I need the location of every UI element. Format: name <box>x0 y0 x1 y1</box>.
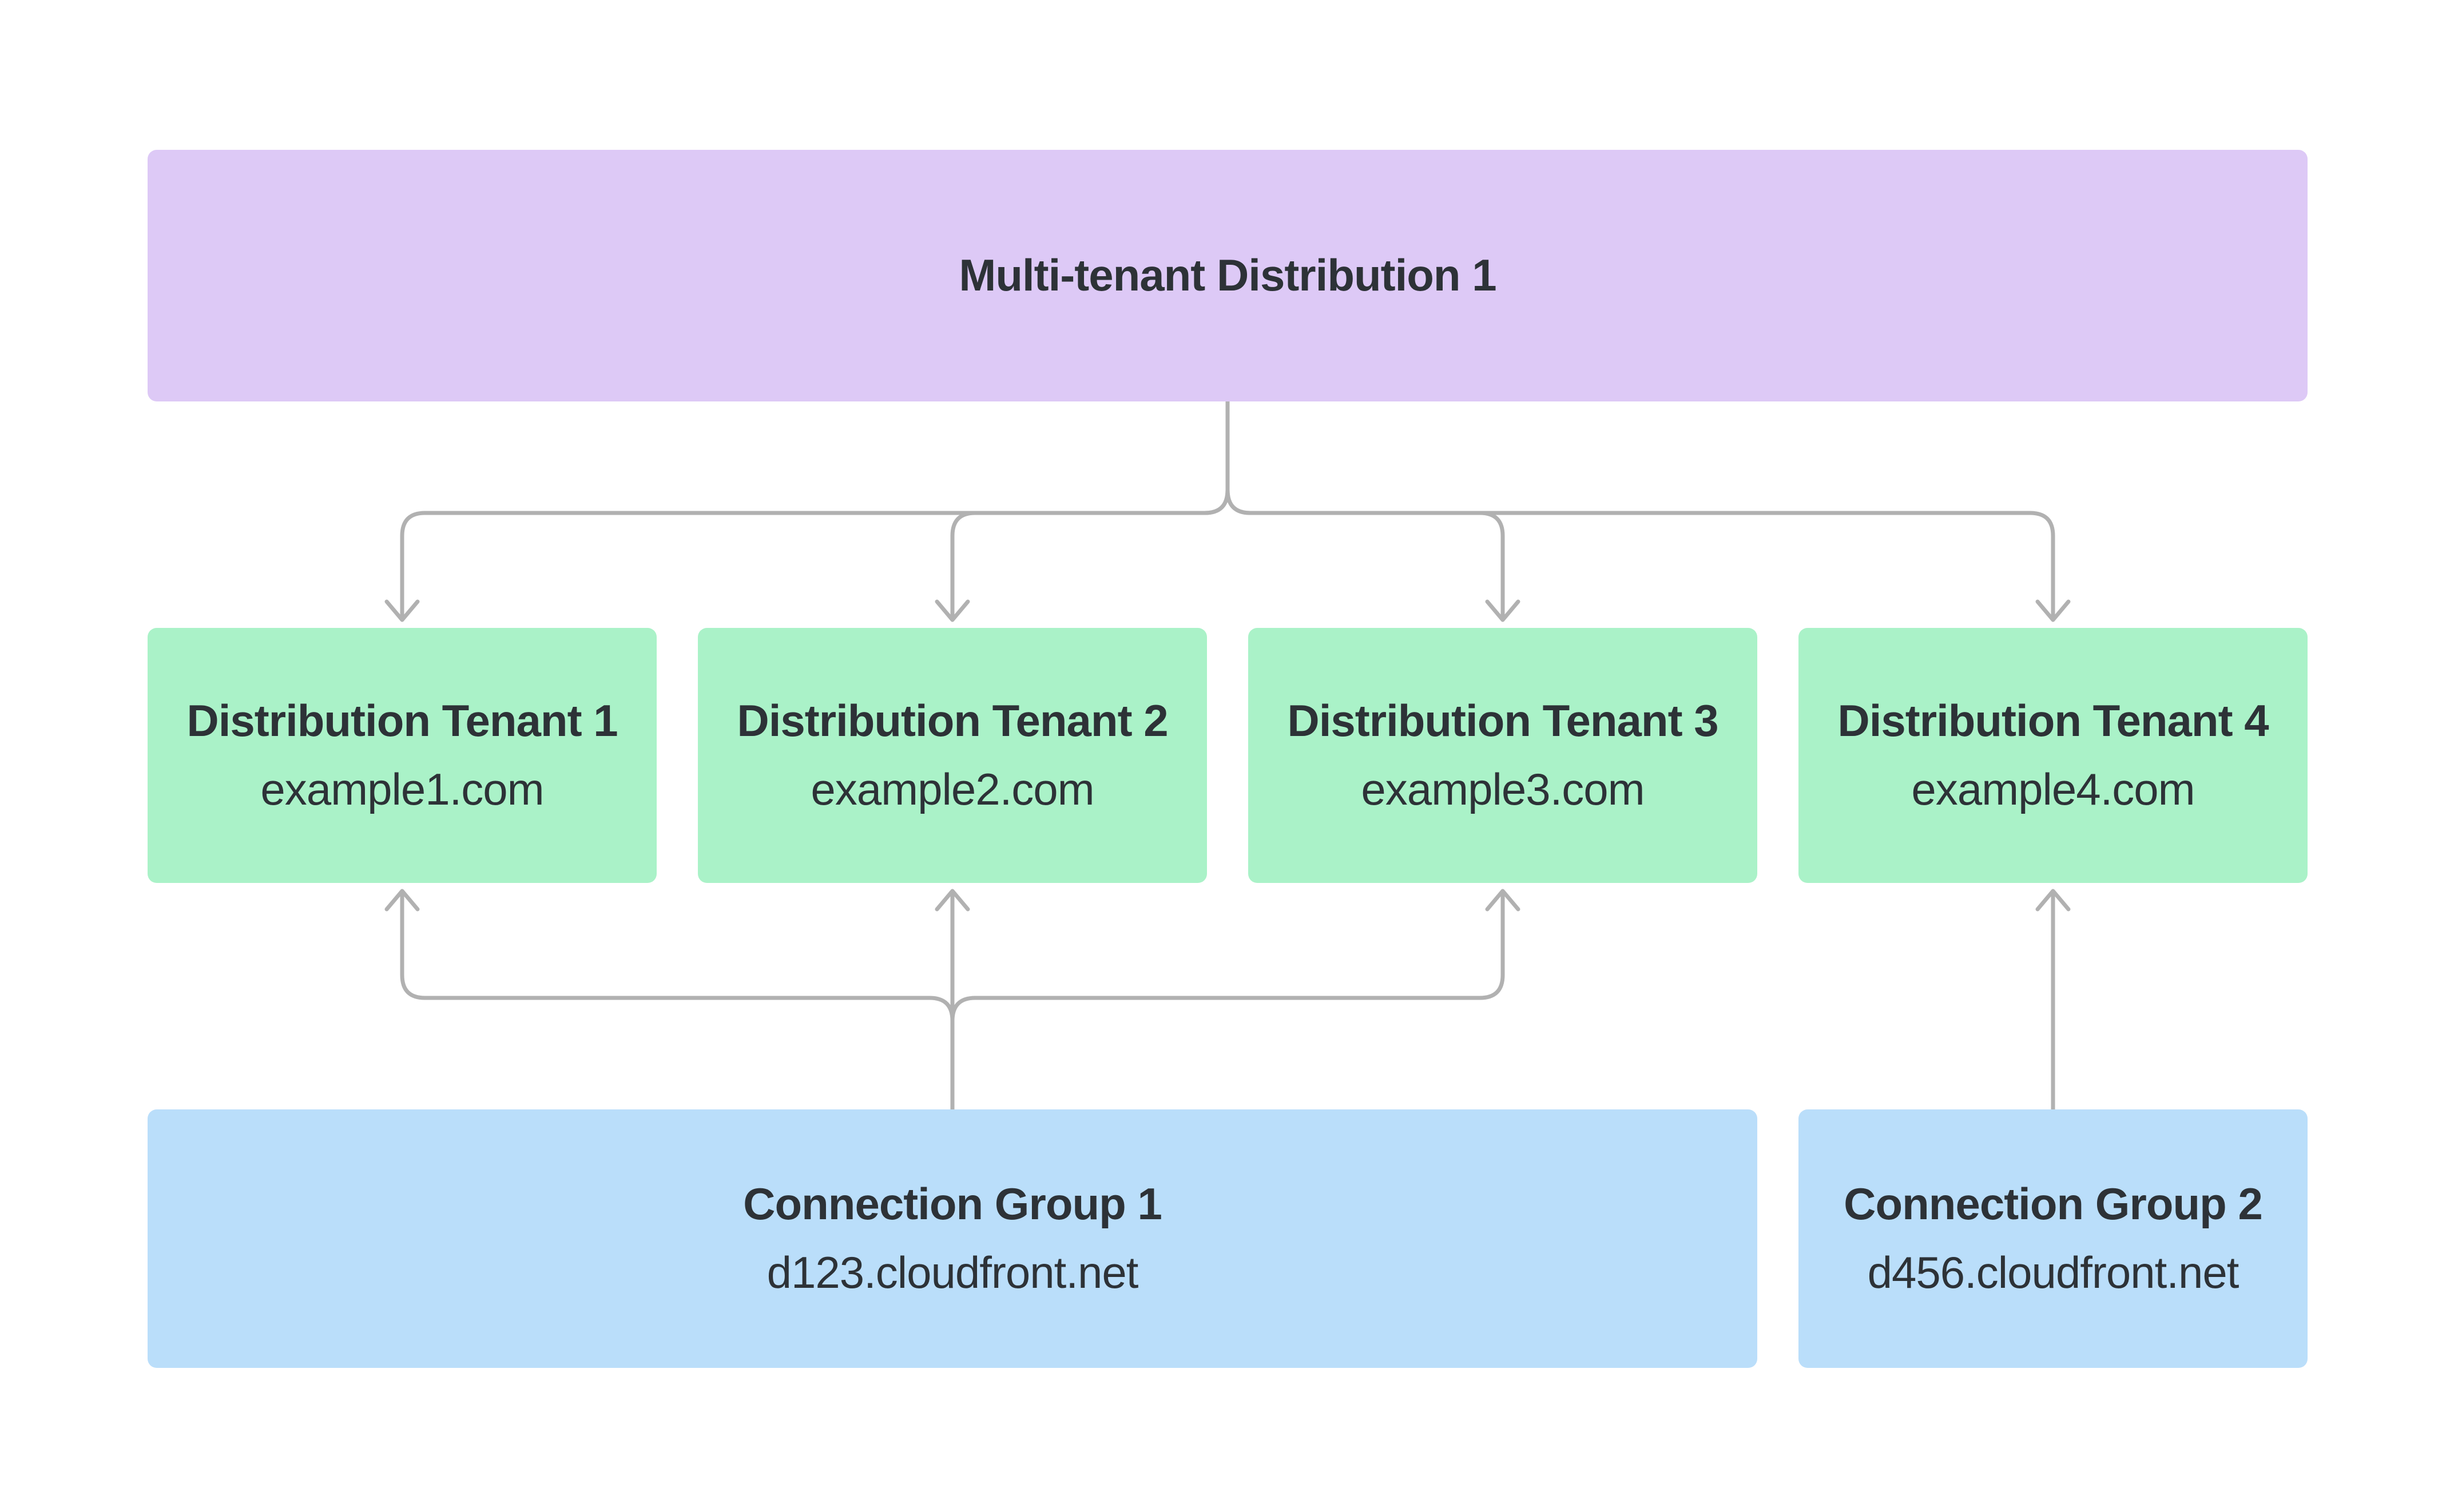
distribution-tenant-node-4: Distribution Tenant 4 example4.com <box>1798 628 2308 883</box>
arrowhead-up-tenant-2 <box>935 889 970 912</box>
connector-distribution-to-tenant-2 <box>950 399 1230 622</box>
arrowhead-down-tenant-1 <box>384 599 420 622</box>
multi-tenant-distribution-node: Multi-tenant Distribution 1 <box>148 150 2308 401</box>
tenant-4-domain: example4.com <box>1911 764 2195 814</box>
connector-group1-to-tenant-1 <box>400 889 955 1112</box>
connection-group-2-domain: d456.cloudfront.net <box>1867 1247 2239 1298</box>
distribution-tenant-node-3: Distribution Tenant 3 example3.com <box>1248 628 1757 883</box>
arrowhead-down-tenant-2 <box>935 599 970 622</box>
connector-distribution-to-tenant-3 <box>1225 399 1505 622</box>
distribution-tenant-node-1: Distribution Tenant 1 example1.com <box>148 628 657 883</box>
connection-group-node-1: Connection Group 1 d123.cloudfront.net <box>148 1109 1757 1368</box>
tenant-2-domain: example2.com <box>811 764 1094 814</box>
connection-group-2-title: Connection Group 2 <box>1844 1179 2263 1230</box>
tenant-1-domain: example1.com <box>260 764 544 814</box>
arrowhead-up-tenant-4 <box>2035 889 2071 912</box>
connection-group-1-title: Connection Group 1 <box>743 1179 1162 1230</box>
tenant-2-title: Distribution Tenant 2 <box>737 695 1168 746</box>
connection-group-1-domain: d123.cloudfront.net <box>767 1247 1139 1298</box>
tenant-4-title: Distribution Tenant 4 <box>1837 695 2269 746</box>
tenant-3-domain: example3.com <box>1361 764 1645 814</box>
distribution-tenant-node-2: Distribution Tenant 2 example2.com <box>698 628 1207 883</box>
arrowhead-down-tenant-4 <box>2035 599 2071 622</box>
arrowhead-up-tenant-1 <box>384 889 420 912</box>
connector-distribution-to-tenant-4 <box>1225 399 2055 622</box>
arrowhead-up-tenant-3 <box>1485 889 1520 912</box>
connection-group-node-2: Connection Group 2 d456.cloudfront.net <box>1798 1109 2308 1368</box>
multi-tenant-distribution-title: Multi-tenant Distribution 1 <box>959 250 1496 301</box>
tenant-3-title: Distribution Tenant 3 <box>1287 695 1718 746</box>
connector-distribution-to-tenant-1 <box>400 399 1230 622</box>
tenant-1-title: Distribution Tenant 1 <box>186 695 618 746</box>
arrowhead-down-tenant-3 <box>1485 599 1520 622</box>
connector-group1-to-tenant-3 <box>950 889 1505 1112</box>
